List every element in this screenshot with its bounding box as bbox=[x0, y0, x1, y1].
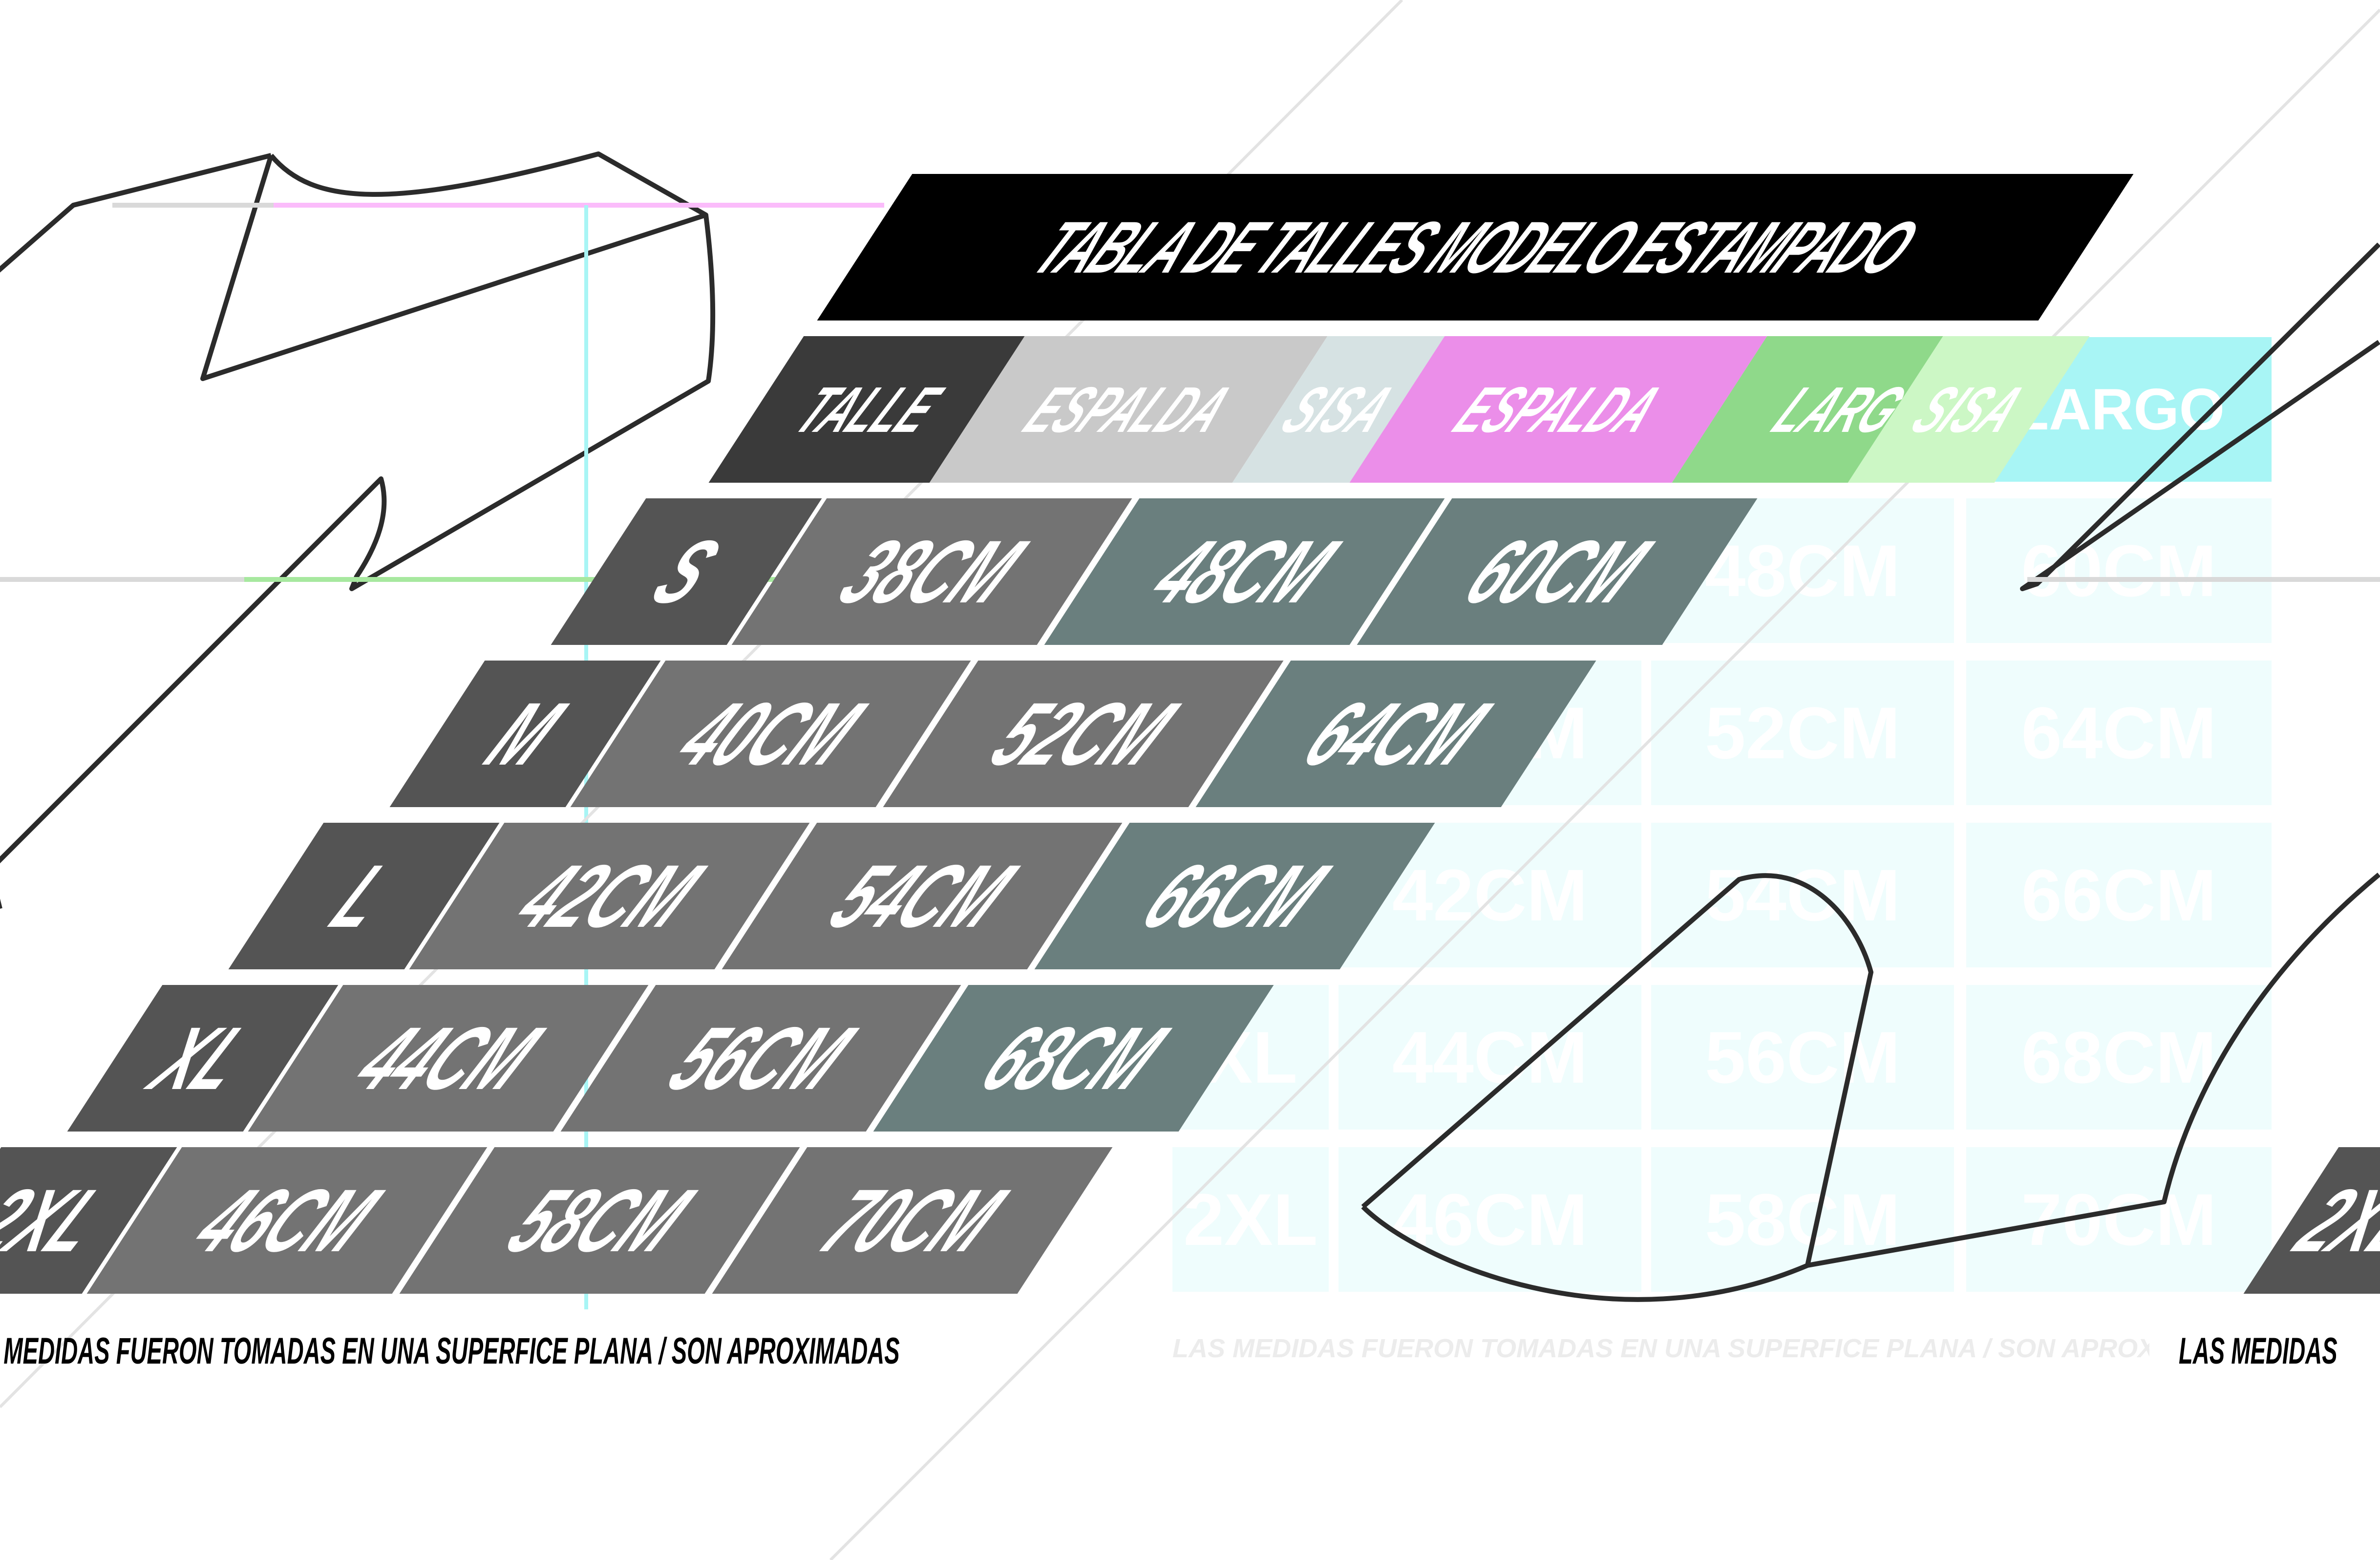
cell-text: 64CM bbox=[1285, 684, 1507, 784]
ghost-footer-note: LAS MEDIDAS FUERON TOMADAS EN UNA SUPERF… bbox=[1172, 1329, 2149, 1368]
footer-note-right-text: LAS MEDIDAS bbox=[2179, 1330, 2338, 1372]
cell-text: 46CM bbox=[176, 1171, 398, 1270]
size-label: L bbox=[314, 846, 414, 946]
cell-text: 58CM bbox=[489, 1171, 710, 1270]
ghost-cell-text: 58CM bbox=[1704, 1178, 1901, 1261]
ghost-cell: 46CM bbox=[1339, 1147, 1641, 1292]
ghost-cell-text: 48CM bbox=[1704, 529, 1901, 612]
cell-text: 42CM bbox=[499, 846, 720, 946]
footer-note-right: LAS MEDIDAS bbox=[2179, 1329, 2380, 1373]
page-title: TABLA DE TALLES MODELO ESTAMPADO bbox=[817, 174, 2134, 321]
cell-text: 38CM bbox=[821, 522, 1042, 621]
header-talle-label: TALLE bbox=[782, 373, 955, 446]
size-label: S bbox=[634, 522, 739, 621]
ghost-cell-text: 54CM bbox=[1704, 854, 1901, 936]
footer-note-text: LAS MEDIDAS FUERON TOMADAS EN UNA SUPERF… bbox=[0, 1330, 900, 1372]
header-espalda-label: ESPALDA bbox=[1011, 373, 1246, 446]
cell-text: 56CM bbox=[650, 1008, 871, 1108]
cell-text: 60CM bbox=[1446, 522, 1668, 621]
header-sisa-green-label: SISA bbox=[1898, 373, 2039, 446]
size-label: 2XL bbox=[0, 1171, 128, 1270]
header-sisa-pink-label: ESPALDA bbox=[1441, 373, 1676, 446]
ghost-cell-text: 42CM bbox=[1392, 854, 1588, 936]
ghost-cell-text: 64CM bbox=[2021, 691, 2217, 774]
cell-text: 54CM bbox=[811, 846, 1033, 946]
cell-text: 66CM bbox=[1124, 846, 1345, 946]
ghost-cell-text: 2XL bbox=[1183, 1178, 1318, 1261]
cell-text: 68CM bbox=[963, 1008, 1184, 1108]
ghost-cell: 70CM bbox=[1966, 1147, 2272, 1292]
ghost-cell-text: 52CM bbox=[1704, 691, 1901, 774]
ghost-cell-text: 68CM bbox=[2021, 1016, 2217, 1098]
ghost-cell: 54CM bbox=[1651, 823, 1954, 967]
cell-text: 70CM bbox=[802, 1171, 1023, 1270]
ghost-cell: 44CM bbox=[1339, 985, 1641, 1130]
ghost-footer-note-text: LAS MEDIDAS FUERON TOMADAS EN UNA SUPERF… bbox=[1172, 1334, 2149, 1363]
ghost-cell-text: 56CM bbox=[1704, 1016, 1901, 1098]
cell-text: 40CM bbox=[660, 684, 881, 784]
ghost-cell: 66CM bbox=[1966, 823, 2272, 967]
table-row-size-partial: 2XL bbox=[2243, 1147, 2380, 1294]
size-label: 2XL bbox=[2278, 1171, 2380, 1270]
page-title-text: TABLA DE TALLES MODELO ESTAMPADO bbox=[1019, 206, 1933, 288]
cell-text: 48CM bbox=[1134, 522, 1355, 621]
cell-text: 44CM bbox=[338, 1008, 559, 1108]
size-label: M bbox=[468, 684, 582, 784]
footer-note: LAS MEDIDAS FUERON TOMADAS EN UNA SUPERF… bbox=[0, 1329, 928, 1373]
ghost-cell: 56CM bbox=[1651, 985, 1954, 1130]
cell-text: 52CM bbox=[973, 684, 1194, 784]
ghost-cell-text: 44CM bbox=[1392, 1016, 1588, 1098]
ghost-cell-text: 66CM bbox=[2021, 854, 2217, 936]
ghost-cell: 2XL bbox=[1172, 1147, 1329, 1292]
ghost-cell: 52CM bbox=[1651, 661, 1954, 805]
size-label: XL bbox=[133, 1008, 273, 1108]
ghost-cell: 64CM bbox=[1966, 661, 2272, 805]
